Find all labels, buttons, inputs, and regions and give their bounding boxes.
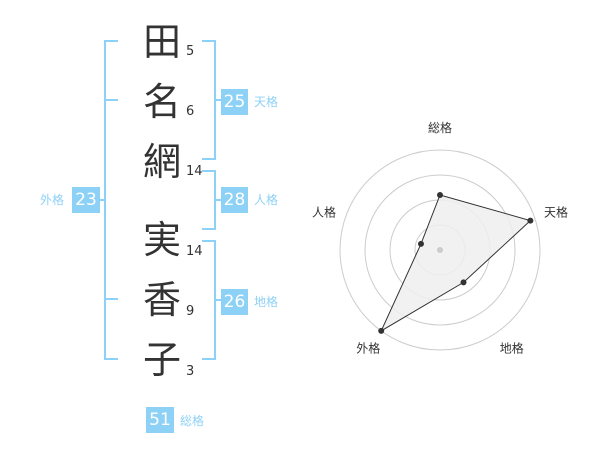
tenkaku-label: 天格 [254, 95, 279, 109]
stroke-count-6: 3 [186, 364, 195, 379]
radar-axis-label: 総格 [428, 120, 452, 135]
jinkaku-label: 人格 [254, 193, 279, 207]
name-panel: 田 名 網 実 香 子 5 6 14 14 9 3 外格 23 25 天格 28… [40, 20, 279, 433]
stroke-count-2: 6 [186, 104, 195, 119]
name-char-3: 網 [142, 140, 181, 184]
radar-point [527, 217, 534, 224]
radar-axis-label: 人格 [312, 204, 336, 219]
chikaku-label: 地格 [254, 295, 279, 309]
chikaku-badge: 26 [221, 289, 248, 315]
chikaku-bracket [202, 240, 216, 360]
stroke-count-3: 14 [186, 164, 203, 179]
gaikaku-bracket [104, 40, 118, 360]
stroke-count-1: 5 [186, 44, 195, 59]
radar-ring [364, 174, 516, 326]
tenkaku-badge: 25 [221, 89, 248, 115]
chikaku-connector [216, 299, 222, 301]
gaikaku-label: 外格 [40, 193, 65, 207]
soukaku-label: 総格 [180, 414, 205, 428]
name-char-4: 実 [142, 218, 181, 262]
jinkaku-connector [216, 199, 222, 201]
gaikaku-bracket-tick [104, 99, 118, 101]
radar-points [378, 192, 534, 334]
radar-ring [339, 149, 541, 351]
radar-point [417, 240, 424, 247]
tenkaku-bracket [202, 40, 216, 160]
gaikaku-bracket-tick [104, 298, 118, 300]
name-char-2: 名 [142, 80, 181, 124]
jinkaku-bracket [202, 170, 216, 230]
gaikaku-badge: 23 [72, 187, 100, 213]
radar-axis-label: 天格 [544, 204, 568, 219]
tenkaku-connector [216, 99, 222, 101]
radar-center [437, 247, 443, 253]
radar-point [437, 192, 443, 198]
stroke-count-4: 14 [186, 244, 203, 259]
name-char-6: 子 [142, 338, 181, 382]
soukaku-badge: 51 [146, 407, 174, 433]
radar-point [460, 279, 467, 286]
name-char-5: 香 [142, 278, 181, 322]
radar-polygon [380, 194, 532, 333]
radar-axis-label: 地格 [500, 341, 524, 356]
radar-axis-label: 外格 [356, 341, 380, 356]
radar-point [378, 327, 385, 334]
name-char-1: 田 [142, 20, 181, 64]
stroke-count-5: 9 [186, 304, 195, 319]
jinkaku-badge: 28 [221, 187, 248, 213]
